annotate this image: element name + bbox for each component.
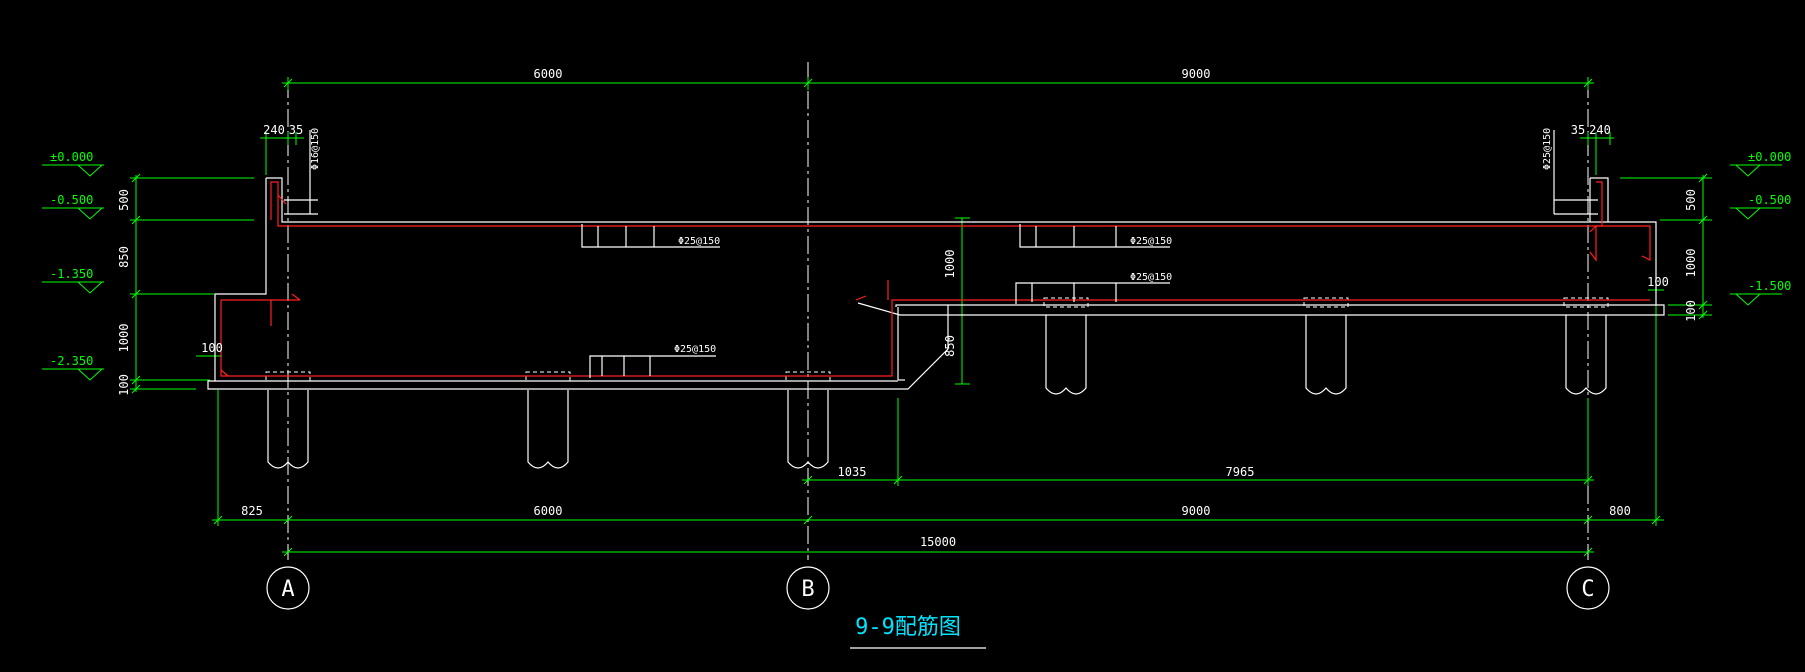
axis-bubbles: A B C [266, 566, 1610, 610]
dim-bottom-1035: 1035 [838, 465, 867, 479]
rebar-leaders [284, 130, 1598, 378]
level-texts: ±0.000 -0.500 -1.350 -2.350 ±0.000 -0.50… [50, 150, 1791, 368]
dim-bottom-7965: 7965 [1226, 465, 1255, 479]
dim-right-35: 35 [1571, 123, 1585, 137]
dimension-lines [130, 77, 1712, 557]
vdim-mid-850: 850 [943, 335, 957, 357]
level-markers-right [1730, 164, 1782, 306]
vdim-left-850: 850 [117, 246, 131, 268]
vdim-left-100: 100 [117, 374, 131, 396]
drawing-title: 9-9配筋图 [850, 615, 986, 649]
vertical-dimension-texts: 500 850 1000 100 500 1000 100 1000 850 [117, 189, 1698, 396]
piles [267, 315, 1607, 469]
dim-bottom-6000: 6000 [534, 504, 563, 518]
dim-left-240: 240 [263, 123, 285, 137]
rebar-label-left-wall: Φ16@150 [310, 128, 321, 170]
dim-left-35: 35 [289, 123, 303, 137]
dim-top-6000: 6000 [534, 67, 563, 81]
rebar-label-bottom-left: Φ25@150 [674, 344, 716, 355]
dim-bottom-800: 800 [1609, 504, 1631, 518]
dimension-texts: 6000 9000 240 35 35 240 1035 7965 825 60… [201, 67, 1669, 549]
dim-bottom-15000: 15000 [920, 535, 956, 549]
rebar-label-texts: Φ16@150 Φ25@150 Φ25@150 Φ25@150 Φ25@150 … [310, 128, 1553, 355]
vdim-mid-1000: 1000 [943, 250, 957, 279]
dim-top-9000: 9000 [1182, 67, 1211, 81]
structure-outline [207, 177, 1665, 390]
rebar-label-mid-right: Φ25@150 [1130, 272, 1172, 283]
level-right-2: -1.500 [1748, 279, 1791, 293]
level-left-3: -2.350 [50, 354, 93, 368]
level-markers-left [42, 164, 104, 381]
level-right-0: ±0.000 [1748, 150, 1791, 164]
rebar-label-right-wall: Φ25@150 [1542, 128, 1553, 170]
level-right-1: -0.500 [1748, 193, 1791, 207]
level-left-2: -1.350 [50, 267, 93, 281]
axis-label-b: B [801, 577, 814, 602]
rebar-label-top-left: Φ25@150 [678, 236, 720, 247]
axis-label-a: A [281, 577, 294, 602]
level-left-0: ±0.000 [50, 150, 93, 164]
vdim-left-500: 500 [117, 189, 131, 211]
dim-bottom-825: 825 [241, 504, 263, 518]
vdim-left-1000: 1000 [117, 324, 131, 353]
dim-small-right-100: 100 [1647, 275, 1669, 289]
rebar-label-top-right: Φ25@150 [1130, 236, 1172, 247]
vdim-right-100: 100 [1684, 300, 1698, 322]
dim-small-left-100: 100 [201, 341, 223, 355]
level-left-1: -0.500 [50, 193, 93, 207]
rebar-lines [220, 181, 1651, 377]
axis-label-c: C [1581, 577, 1594, 602]
vdim-right-1000: 1000 [1684, 249, 1698, 278]
axis-centerlines [287, 62, 1589, 560]
dim-bottom-9000: 9000 [1182, 504, 1211, 518]
dim-right-240: 240 [1589, 123, 1611, 137]
title-text: 9-9配筋图 [855, 615, 961, 640]
vdim-right-500: 500 [1684, 189, 1698, 211]
